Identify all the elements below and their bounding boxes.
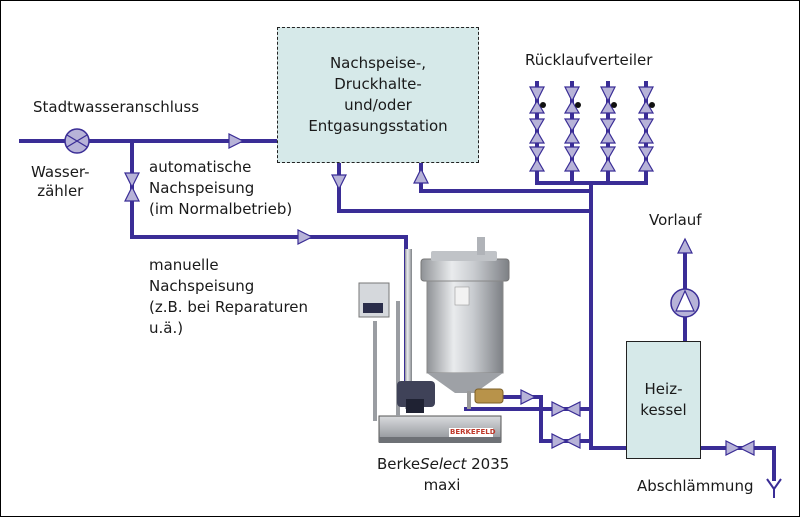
station-outlet-pipe: [337, 161, 593, 213]
flow-label: Vorlauf: [649, 211, 702, 229]
distributor-stems: [535, 81, 648, 161]
valve-col-4: [637, 86, 655, 172]
water-meter-label: Wasser- zähler: [31, 163, 90, 200]
water-meter-icon: [64, 128, 90, 154]
station-return-pipe: [419, 161, 593, 193]
brand-plate: BERKEFELD: [450, 428, 496, 436]
pump-icon: [670, 288, 700, 318]
arrow-right-icon: [228, 133, 245, 149]
return-header-pipe: [535, 159, 648, 450]
manual-feed-label: manuelle Nachspeisung (z.B. bei Reparatu…: [149, 256, 309, 337]
valve-col-1: [528, 86, 546, 172]
arrow-up-icon: [677, 237, 693, 254]
blowdown-label: Abschlämmung: [637, 477, 754, 495]
boiler-box: Heiz- kessel: [626, 341, 701, 459]
return-distributor-label: Rücklaufverteiler: [525, 51, 653, 69]
valve-col-3: [599, 86, 617, 172]
device-line-3: [499, 395, 543, 411]
arrow-down-icon: [331, 174, 347, 191]
product-label: BerkeSelect 2035 maxi: [377, 455, 510, 494]
arrow-up-icon: [413, 167, 429, 184]
device-line-2: [539, 407, 593, 443]
blowdown-pipe: [699, 446, 776, 481]
city-water-label: Stadtwasseranschluss: [33, 98, 200, 116]
arrow-right-icon: [520, 389, 537, 405]
valve-col-2: [563, 86, 581, 172]
valve-icon: [124, 172, 140, 189]
automatic-feed-label: automatische Nachspeisung (im Normalbetr…: [149, 158, 293, 218]
valve-icon: [124, 185, 140, 202]
drain-funnel-icon: [766, 478, 782, 498]
flow-arrows: [228, 133, 693, 405]
vertical-valves: [124, 86, 655, 202]
valve-handle-dots: [540, 102, 655, 108]
berkeselect-device: [358, 237, 510, 443]
arrow-right-icon: [297, 229, 314, 245]
horizontal-valves: [551, 401, 755, 456]
station-box: Nachspeise-, Druckhalte- und/oder Entgas…: [277, 27, 479, 163]
